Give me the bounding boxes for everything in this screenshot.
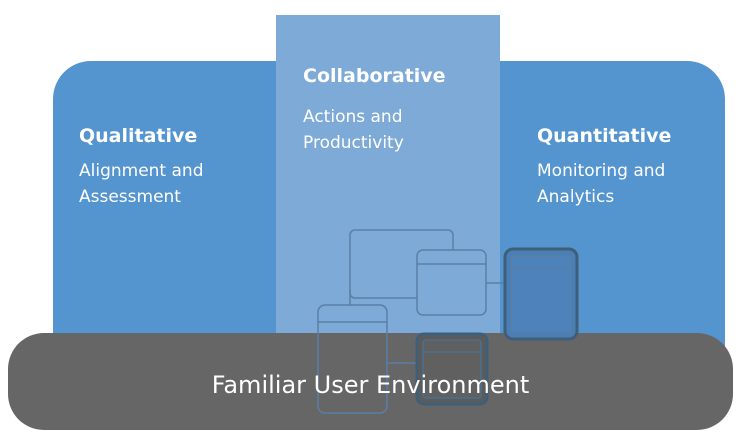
quantitative-subtitle: Monitoring and Analytics [537, 161, 666, 207]
small-tablet-icon [415, 332, 489, 406]
qualitative-title: Qualitative [79, 125, 198, 147]
collaborative-subtitle: Actions and Productivity [303, 107, 404, 153]
collaborative-section: Collaborative Actions and Productivity [303, 64, 473, 156]
laptop-screen-icon [416, 249, 487, 316]
tablet-icon [503, 247, 579, 341]
phone-icon [317, 304, 388, 414]
quantitative-section: Quantitative Monitoring and Analytics [537, 124, 707, 210]
quantitative-title: Quantitative [537, 125, 672, 147]
qualitative-section: Qualitative Alignment and Assessment [79, 124, 249, 210]
base-bar [8, 333, 733, 430]
qualitative-subtitle: Alignment and Assessment [79, 161, 204, 207]
base-label: Familiar User Environment [211, 371, 530, 399]
collaborative-title: Collaborative [303, 65, 446, 87]
